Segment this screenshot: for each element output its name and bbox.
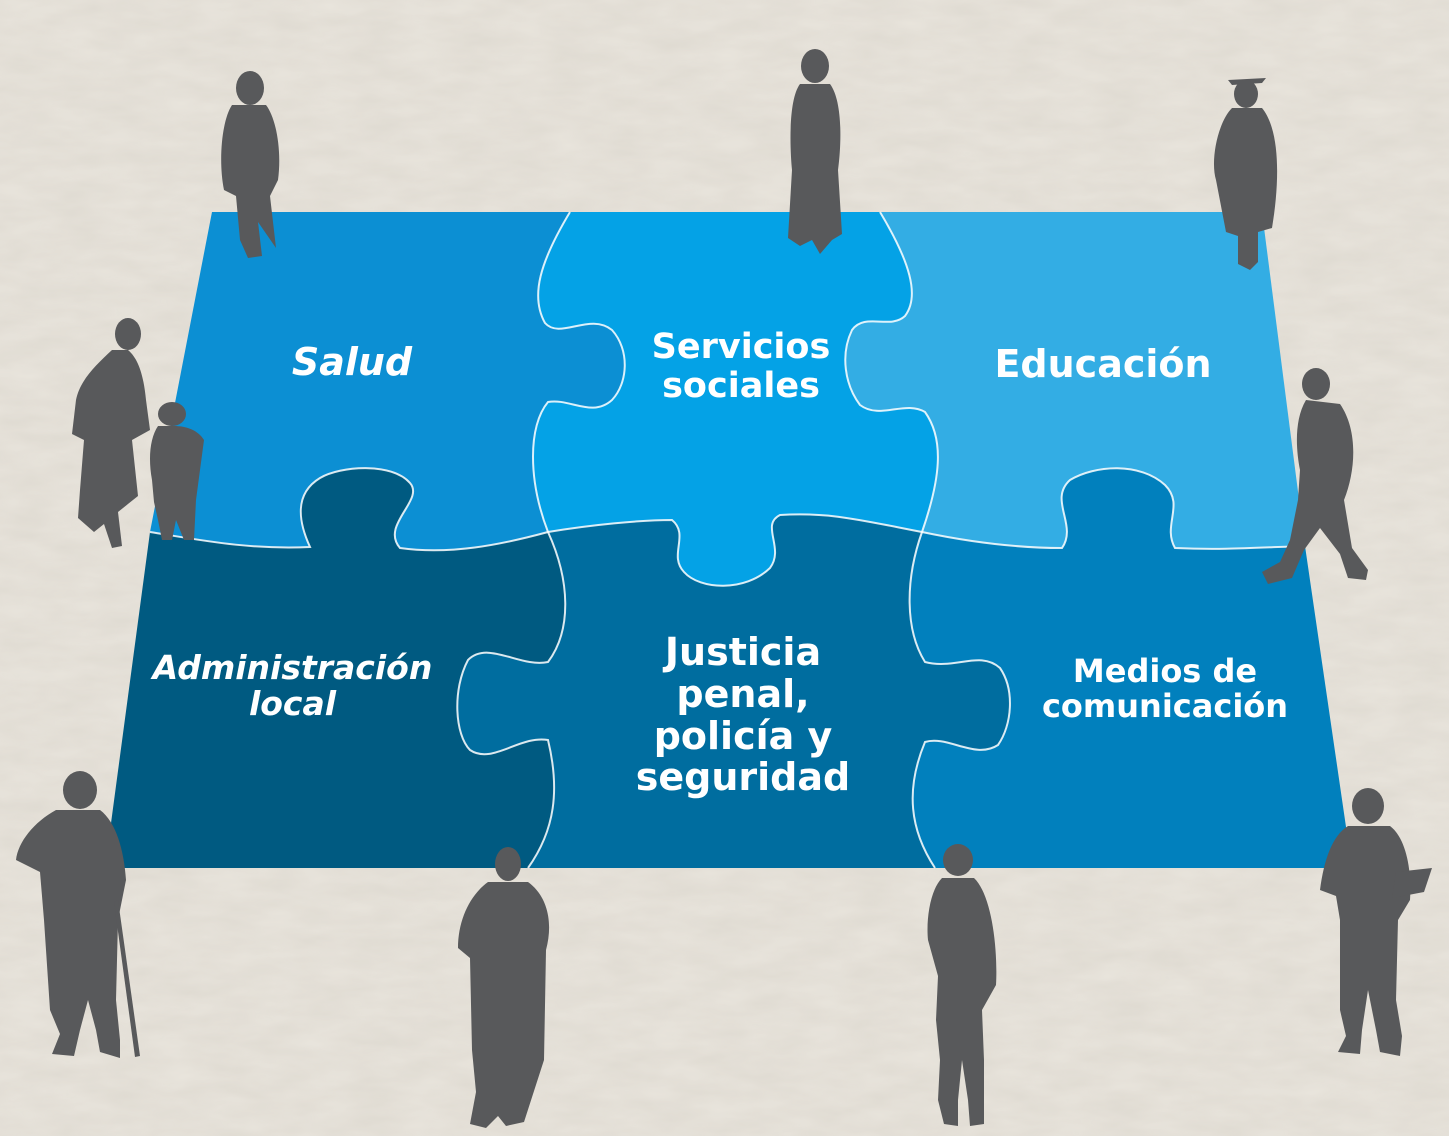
mother-child-silhouette-icon [72,318,204,548]
man-with-laptop-silhouette-icon [1320,788,1432,1056]
person-silhouette-icon [1262,368,1368,584]
person-silhouette-icon [788,49,842,254]
puzzle-piece-salud [150,212,625,551]
puzzle-piece-administracion-local [105,468,566,868]
puzzle-piece-servicios-sociales [533,212,938,586]
person-silhouette-icon [927,844,997,1126]
label-medios-de-comunicacion: Medios de comunicación [1041,652,1289,726]
label-servicios-sociales: Servicios sociales [651,327,831,406]
label-educacion: Educación [994,342,1212,386]
elder-with-cane-silhouette-icon [16,771,140,1058]
puzzle-piece-educacion [845,212,1305,549]
silhouettes [16,49,1432,1128]
label-justicia: Justicia penal, policía y seguridad [635,630,851,800]
person-silhouette-icon [221,71,280,258]
graduate-silhouette-icon [1213,78,1278,270]
label-administracion-local: Administración local [152,648,433,724]
puzzle-piece-medios-de-comunicacion [909,468,1352,868]
puzzle-seams [149,211,1306,869]
label-salud: Salud [291,340,413,384]
puzzle-piece-justicia [457,514,1010,868]
person-silhouette-icon [458,847,550,1128]
